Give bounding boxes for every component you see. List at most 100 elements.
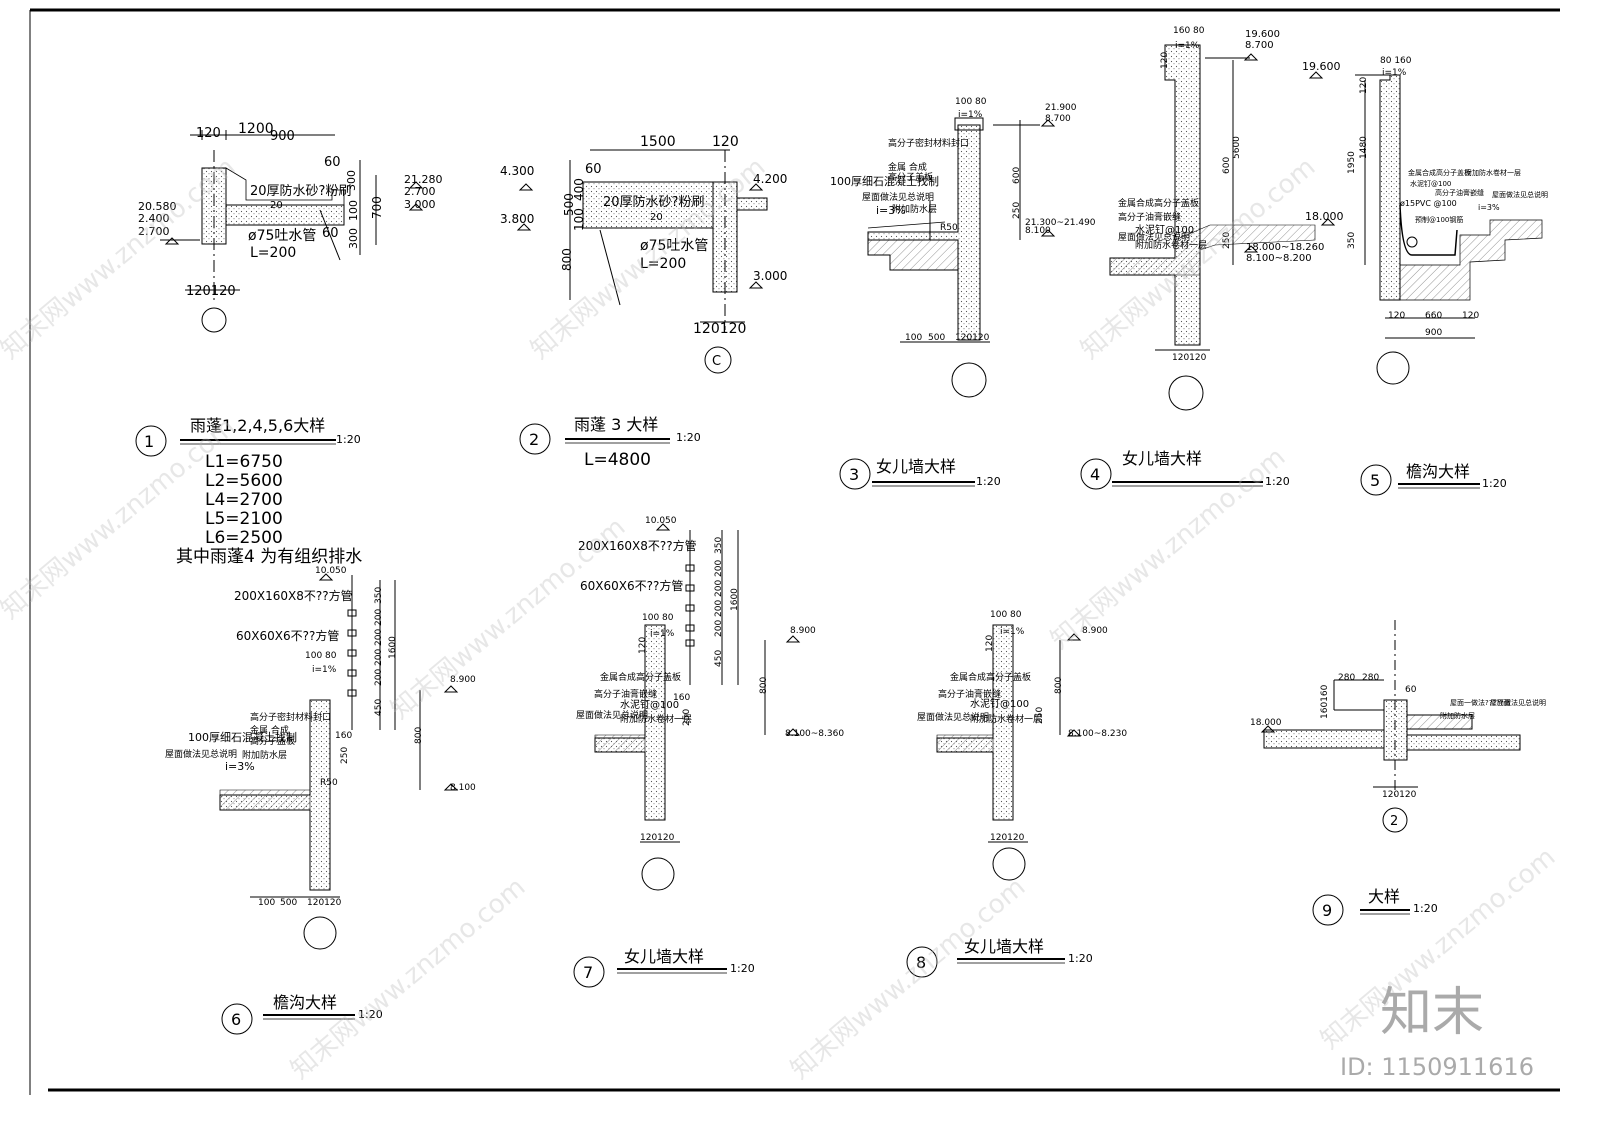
d4-dim-120: 120 [1160, 52, 1170, 69]
d1-label-len: L=200 [250, 245, 296, 261]
d9-dim-120120: 120120 [1382, 790, 1417, 800]
d4-elev-1: 19.600 [1245, 29, 1280, 40]
d1-dim-300a: 300 [345, 170, 358, 191]
d6-dim-200c: 200 [374, 649, 384, 666]
d4-dim-16080: 160 80 [1173, 26, 1205, 36]
d5-caption-scale: 1:20 [1482, 477, 1507, 490]
d9-axis-label: 2 [1390, 814, 1398, 829]
d6-label-1: 高分子密封材料封口 [250, 711, 331, 723]
detail-7-caption: 7 女儿墙大样 1:20 [573, 947, 755, 988]
d1-elev-2: 2.400 [138, 212, 170, 225]
d7-dim-200c: 200 [714, 600, 724, 617]
d6-label-3: 高分子盖板 [250, 735, 295, 747]
d2-axis-label: C [712, 354, 721, 369]
d1-label-mortar: 20厚防水砂?粉刷 [250, 183, 351, 199]
d6-r50: R50 [320, 778, 338, 788]
d6-dim-350: 350 [374, 587, 384, 604]
d7-label-5: 附加防水卷材一层 [620, 713, 692, 725]
d6-tube-2: 60X60X6不??方管 [236, 628, 339, 643]
d1-elev-4: 21.280 [404, 173, 443, 186]
d2-dim-400: 400 [572, 178, 586, 201]
d5-dim-660: 660 [1425, 311, 1442, 321]
d2-dim-100: 100 [572, 208, 586, 231]
d4-dim-120120: 120120 [1172, 353, 1207, 363]
d1-elev-6: 3.000 [404, 198, 436, 211]
d5-label-7: 预制@100钢筋 [1415, 215, 1463, 224]
d5-label-4: ø15PVC @100 [1400, 199, 1457, 208]
d2-label-pipe: ø75吐水管 [640, 238, 708, 254]
d4-caption-scale: 1:20 [1265, 475, 1290, 488]
d1-note-3: L4=2700 [205, 490, 283, 510]
d6-dim-800: 800 [414, 727, 424, 744]
detail-8-drawing [936, 624, 1082, 881]
d3-elev-1: 21.900 [1045, 103, 1077, 113]
d1-elev-1: 20.580 [138, 200, 177, 213]
d1-elev-3: 2.700 [138, 225, 170, 238]
detail-3-caption: 3 女儿墙大样 1:20 [839, 457, 1001, 490]
d1-dim-1200: 1200 [238, 121, 274, 137]
d7-caption-title: 女儿墙大样 [624, 947, 704, 966]
d8-slope: i=1% [1000, 627, 1025, 637]
d1-dim-120120: 120120 [186, 284, 236, 299]
d6-label-6: 附加防水层 [242, 749, 287, 761]
d5-dim-120: 120 [1359, 77, 1369, 94]
detail-5-caption: 5 檐沟大样 1:20 [1360, 462, 1507, 496]
watermark-text: 知末网www.znzmo.com [785, 872, 1031, 1085]
svg-text:9: 9 [1322, 901, 1332, 920]
d6-elev-3: 8.100 [450, 783, 476, 793]
d4-elev-2: 8.700 [1245, 40, 1274, 51]
d3-dim-10080: 100 80 [955, 97, 987, 107]
d8-elev-1: 8.900 [1082, 626, 1108, 636]
d5-dim-350: 350 [1347, 232, 1357, 249]
d6-dim-450: 450 [374, 699, 384, 716]
d6-caption-title: 檐沟大样 [273, 993, 337, 1012]
d5-slope: i=1% [1382, 68, 1407, 78]
d8-label-4: 屋面做法见总说明 [917, 711, 989, 723]
d5-dim-120c: 120 [1462, 311, 1479, 321]
svg-text:7: 7 [583, 963, 593, 982]
d3-label-4: 100厚细石混凝土找制 [830, 174, 939, 188]
watermark-logo: 知末 [1380, 983, 1484, 1043]
detail-2-drawing [516, 149, 768, 374]
detail-7-annotations: 10.050 8.900 8.100~8.360 200X160X8不??方管 … [576, 516, 844, 843]
d7-label-1: 金属合成高分子盖板 [600, 671, 681, 683]
d5-caption-title: 檐沟大样 [1406, 462, 1470, 481]
d5-label-1: 金属合成高分子盖板 [1408, 168, 1471, 177]
d2-elev-4: 3.000 [753, 269, 787, 283]
d6-label-4: 100厚细石混凝土找制 [188, 730, 297, 744]
d1-dim-20: 20 [270, 200, 283, 211]
d4-elev-3: 18.000~18.260 [1246, 242, 1324, 253]
d1-dim-120: 120 [196, 126, 221, 141]
detail-1-drawing [160, 130, 424, 333]
d2-elev-2: 3.800 [500, 212, 534, 226]
d3-slope3: i=3% [876, 204, 906, 217]
watermark-id: ID: 1150911616 [1340, 1053, 1534, 1081]
detail-6-caption: 6 檐沟大样 1:20 [221, 993, 383, 1035]
d3-label-6: 附加防水层 [892, 203, 937, 215]
d6-elev-1: 10.050 [315, 566, 347, 576]
d3-dim-500: 500 [928, 333, 945, 343]
sheet-border [29, 8, 1560, 1095]
d6-dim-10080: 100 80 [305, 651, 337, 661]
d6-dim-100: 100 [258, 898, 275, 908]
d8-dim-250: 250 [1035, 707, 1045, 724]
d7-dim-200d: 200 [714, 620, 724, 637]
d1-note-6: 其中雨蓬4 为有组织排水 [176, 547, 362, 567]
d4-label-3: 水泥钉@100 [1135, 223, 1194, 236]
d2-caption-scale: 1:20 [676, 431, 701, 444]
d7-dim-800: 800 [759, 677, 769, 694]
d3-caption-scale: 1:20 [976, 475, 1001, 488]
d8-caption-title: 女儿墙大样 [964, 937, 1044, 956]
watermark-text: 知末网www.znzmo.com [0, 152, 241, 365]
d9-caption-scale: 1:20 [1413, 902, 1438, 915]
d8-dim-10080: 100 80 [990, 610, 1022, 620]
d2-label-len: L=200 [640, 256, 686, 272]
detail-3-drawing [867, 117, 1056, 398]
d1-dim-60b: 60 [322, 226, 339, 241]
d3-label-2: 金属 合成 [888, 161, 927, 173]
d2-dim-60: 60 [585, 162, 602, 177]
d2-dim-500: 500 [562, 193, 576, 216]
d1-dim-300b: 300 [347, 228, 360, 249]
d1-caption-scale: 1:20 [336, 433, 361, 446]
